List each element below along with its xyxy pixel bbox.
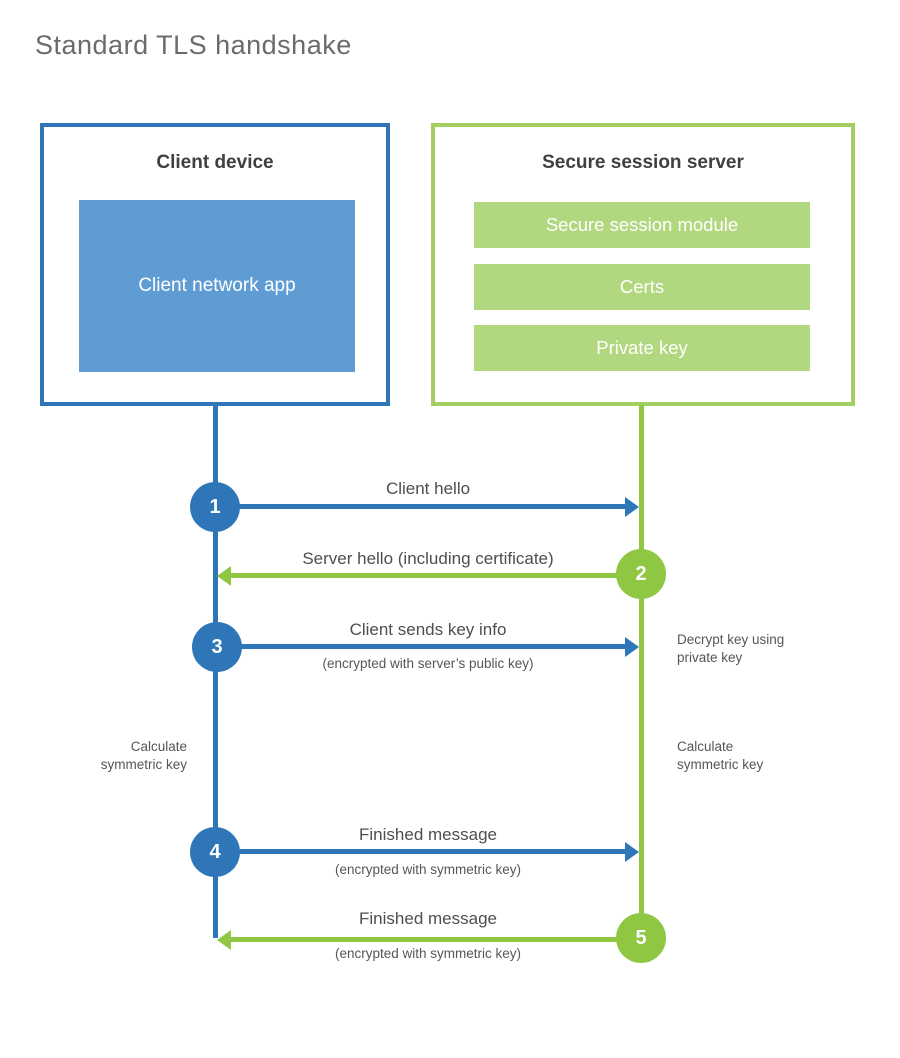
client-network-app-block: Client network app <box>79 200 355 372</box>
client-network-app-label: Client network app <box>138 275 296 297</box>
arrow-step3-shaft <box>217 644 625 649</box>
step-2-number: 2 <box>635 562 647 585</box>
arrow-step3-head-icon <box>625 637 639 657</box>
calculate-symmetric-key-note-client: Calculate symmetric key <box>100 739 187 772</box>
arrow-step1-shaft <box>215 504 625 509</box>
client-device-title: Client device <box>156 152 274 173</box>
arrow-step2-shaft <box>231 573 643 578</box>
arrow-step5-head-icon <box>217 930 231 950</box>
calculate-symmetric-key-note-server: Calculate symmetric key <box>677 739 764 772</box>
arrow-step5-shaft <box>231 937 643 942</box>
step-5-label: Finished message <box>359 909 497 928</box>
step-3-number: 3 <box>211 635 223 658</box>
step-5-sublabel: (encrypted with symmetric key) <box>334 946 522 961</box>
step-circle-3: 3 <box>192 622 242 672</box>
step-1-number: 1 <box>209 495 221 518</box>
step-1-label: Client hello <box>385 479 471 498</box>
step-circle-2: 2 <box>616 549 666 599</box>
server-lifeline <box>639 405 644 938</box>
step-2-label: Server hello (including certificate) <box>302 549 554 568</box>
step-5-number: 5 <box>635 926 647 949</box>
step-4-number: 4 <box>209 840 221 863</box>
server-module-private-key: Private key <box>474 325 810 371</box>
secure-session-server-title: Secure session server <box>542 152 744 173</box>
server-module-secure-session-module: Secure session module <box>474 202 810 248</box>
arrow-step2-head-icon <box>217 566 231 586</box>
page-title: Standard TLS handshake <box>35 30 352 60</box>
step-circle-1: 1 <box>190 482 240 532</box>
decrypt-key-note: Decrypt key using private key <box>677 632 785 665</box>
step-3-label: Client sends key info <box>349 620 507 639</box>
arrow-step4-shaft <box>217 849 625 854</box>
step-4-label: Finished message <box>359 825 497 844</box>
step-4-sublabel: (encrypted with symmetric key) <box>334 862 522 877</box>
arrow-step4-head-icon <box>625 842 639 862</box>
step-circle-4: 4 <box>190 827 240 877</box>
arrow-step1-head-icon <box>625 497 639 517</box>
step-3-sublabel: (encrypted with server’s public key) <box>322 656 534 671</box>
server-module-certs: Certs <box>474 264 810 310</box>
step-circle-5: 5 <box>616 913 666 963</box>
